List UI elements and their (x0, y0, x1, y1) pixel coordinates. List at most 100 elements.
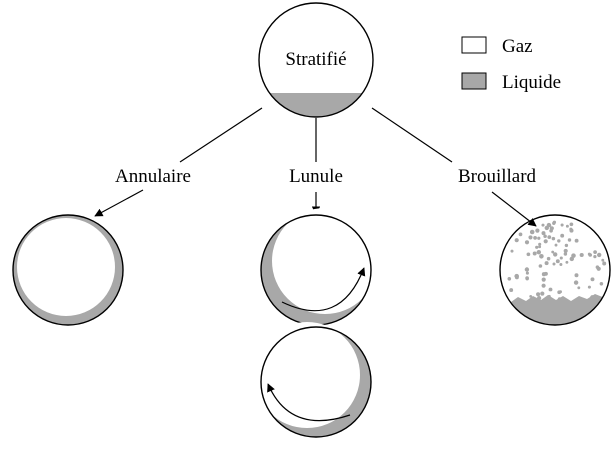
mist-droplet (569, 222, 574, 227)
mist-droplet (535, 228, 540, 233)
annular-gas-core (17, 218, 115, 316)
mist-droplet (541, 272, 546, 277)
mist-droplet (577, 286, 581, 290)
crescent-pipe-1 (260, 208, 378, 326)
mist-droplet (557, 239, 561, 243)
crescent-label: Lunule (289, 166, 343, 187)
mist-droplet (535, 245, 539, 249)
stratified-pipe-outline (258, 2, 374, 118)
mist-droplet (559, 256, 563, 260)
mist-pipe-outline (499, 214, 611, 326)
mist-droplet (541, 283, 546, 288)
connector-line-mist (371, 107, 453, 163)
mist-droplet (507, 276, 512, 281)
mist-droplet (602, 261, 607, 266)
mist-droplet (537, 236, 541, 240)
legend-gas-label: Gaz (502, 36, 533, 57)
mist-droplet (539, 254, 544, 259)
crescent-pipe-2 (254, 322, 372, 438)
mist-droplet (563, 252, 568, 256)
mist-droplet (570, 256, 574, 260)
mist-droplet (571, 253, 576, 258)
mist-droplet (590, 277, 595, 282)
mist-droplet (601, 258, 605, 262)
mist-pipe (499, 214, 611, 326)
mist-droplet (544, 261, 549, 266)
mist-droplet (565, 224, 569, 228)
mist-droplet (529, 229, 535, 235)
mist-droplet (593, 254, 597, 259)
mist-droplet (552, 262, 556, 266)
annular-pipe-outline (12, 214, 124, 326)
stratified-label: Stratifié (285, 49, 346, 70)
mist-droplet (554, 243, 558, 247)
mist-droplet (560, 233, 565, 238)
mist-droplet (514, 273, 519, 279)
legend-gas-swatch (461, 36, 487, 54)
mist-droplet (536, 292, 541, 297)
mist-droplet (569, 228, 574, 233)
mist-droplet (548, 287, 553, 292)
crescent-2-flow-arrow (267, 383, 351, 422)
mist-droplet (525, 276, 529, 280)
crescent-1-gas (272, 208, 378, 314)
stratified-pipe: Stratifié (258, 2, 374, 118)
mist-droplet (579, 252, 584, 258)
mist-droplet (541, 223, 545, 227)
annular-label: Annulaire (115, 166, 191, 187)
mist-droplet (538, 242, 542, 246)
mist-droplet (541, 231, 546, 236)
mist-droplets (507, 220, 607, 302)
crescent-2-outline (260, 326, 372, 438)
mist-droplet (538, 245, 542, 249)
mist-droplet (574, 238, 579, 243)
mist-droplet (567, 238, 572, 242)
mist-droplet (551, 250, 555, 254)
crescent-1-flow-arrow (281, 267, 366, 312)
mist-droplet (551, 236, 556, 241)
mist-droplet (547, 294, 551, 298)
mist-droplet (546, 222, 552, 228)
arrow-to-mist (491, 191, 537, 227)
mist-droplet (514, 238, 519, 243)
mist-droplet (574, 273, 579, 278)
connector-line-annular (179, 107, 263, 163)
mist-droplet (552, 221, 556, 226)
mist-droplet (557, 297, 562, 302)
mist-droplet (559, 262, 563, 267)
mist-droplet (549, 228, 553, 233)
mist-droplet (524, 240, 530, 245)
mist-droplet (509, 288, 513, 292)
mist-droplet (543, 234, 547, 239)
mist-droplet (565, 260, 569, 264)
mist-droplet (546, 256, 551, 261)
mist-droplet (525, 271, 529, 275)
mist-droplet (543, 239, 548, 244)
mist-droplet (536, 295, 542, 301)
mist-droplet (524, 267, 530, 272)
mist-droplet (541, 277, 546, 282)
mist-droplet (528, 235, 533, 240)
mist-droplet (597, 252, 602, 258)
mist-droplet (518, 232, 523, 237)
mist-droplet (536, 250, 541, 255)
mist-droplet (573, 280, 579, 285)
mist-droplet (553, 252, 558, 257)
mist-droplet (532, 251, 537, 256)
mist-droplet (593, 250, 597, 254)
mist-droplet (555, 259, 560, 264)
mist-droplet (599, 282, 604, 286)
mist-droplet (563, 248, 568, 253)
mist-droplet (529, 294, 533, 298)
annular-pipe (12, 214, 124, 326)
mist-droplet (547, 235, 552, 239)
crescent-2-gas (254, 322, 360, 428)
mist-label: Brouillard (458, 166, 537, 187)
mist-droplet (540, 291, 545, 296)
mist-droplet (596, 266, 601, 271)
mist-droplet (588, 297, 593, 302)
mist-droplet (559, 290, 562, 294)
mist-droplet (510, 249, 514, 253)
arrow-to-annular (94, 189, 144, 217)
